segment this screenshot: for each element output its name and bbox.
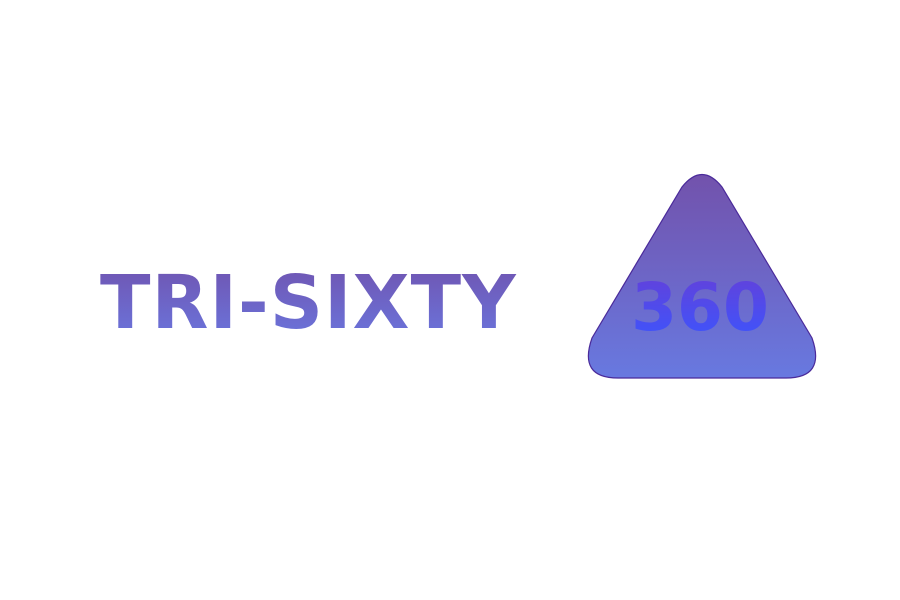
wordmark: TRI-SIXTY: [100, 262, 560, 344]
rounded-triangle-icon: 360: [587, 173, 817, 379]
triangle-emblem: 360: [580, 166, 824, 386]
emblem-number: 360: [631, 269, 769, 346]
triangle-shape: [587, 173, 817, 379]
